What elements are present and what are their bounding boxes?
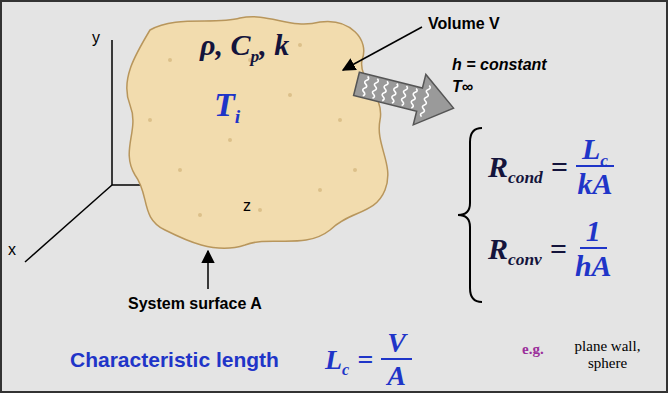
formula-symbol: hA xyxy=(575,249,612,282)
body-outline xyxy=(127,17,388,249)
axis-line xyxy=(25,185,112,262)
texture-speck xyxy=(168,58,172,62)
axis-label: z xyxy=(243,197,251,214)
property-symbol: i xyxy=(235,105,240,127)
formula-symbol: = xyxy=(550,232,567,265)
formula-symbol: R xyxy=(488,232,508,265)
formula-symbol: V xyxy=(387,327,406,358)
body-region: ρ, Cp, k Ti xyxy=(118,10,398,258)
condition-label: T∞ xyxy=(452,78,473,95)
formula-symbol: c xyxy=(342,361,349,379)
formula-symbol: 1 xyxy=(586,214,601,247)
property-symbol: ρ, C xyxy=(200,28,250,61)
heat-arrow xyxy=(350,59,460,134)
texture-speck xyxy=(258,208,262,212)
texture-speck xyxy=(198,213,202,217)
texture-speck xyxy=(288,93,292,97)
definition-label: Characteristic length xyxy=(70,348,279,371)
formula-symbol: = xyxy=(357,344,373,375)
texture-speck xyxy=(353,168,357,172)
texture-speck xyxy=(148,118,152,122)
formula-symbol: A xyxy=(387,360,406,391)
texture-speck xyxy=(178,168,182,172)
formula-symbol: cond xyxy=(508,167,543,187)
texture-speck xyxy=(338,118,342,122)
formula-symbol: R xyxy=(488,150,508,183)
formula-symbol: L xyxy=(325,344,342,375)
example-text: plane wall, sphere xyxy=(575,338,641,371)
leader-arrow xyxy=(207,251,209,289)
condition-label: h = constant xyxy=(452,56,547,73)
formula-symbol: L xyxy=(582,132,600,165)
property-symbol: T xyxy=(214,86,235,123)
callout-label: Volume V xyxy=(428,15,500,32)
formula-symbol: kA xyxy=(577,167,612,200)
formula-symbol: c xyxy=(600,150,608,170)
axis-label: x xyxy=(8,241,16,258)
property-symbol: , k xyxy=(259,28,289,61)
example-tag: e.g. xyxy=(522,341,544,357)
formula-symbol: conv xyxy=(508,249,542,269)
formula-symbol: = xyxy=(551,150,568,183)
leader-arrow xyxy=(343,27,422,70)
property-symbol: p xyxy=(250,46,259,66)
texture-speck xyxy=(228,138,232,142)
callout-label: System surface A xyxy=(128,295,262,312)
texture-speck xyxy=(318,188,322,192)
texture-speck xyxy=(298,43,302,47)
axis-line xyxy=(111,40,113,185)
curly-brace xyxy=(458,128,482,302)
axis-label: y xyxy=(92,29,100,46)
